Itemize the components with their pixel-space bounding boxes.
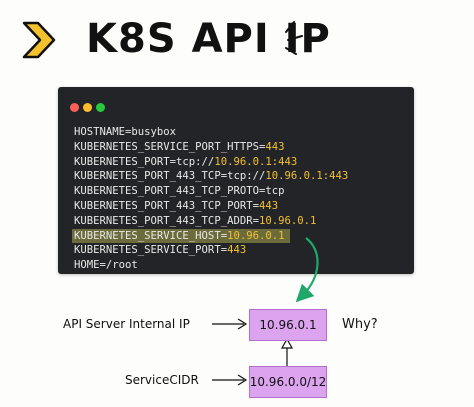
env-value: 10.96.0.1:443 [265,170,349,183]
maximize-dot-icon [96,103,105,112]
service-cidr-label: ServiceCIDR [125,373,199,387]
env-line: KUBERNETES_SERVICE_PORT_HTTPS=443 [74,140,348,155]
env-line: KUBERNETES_PORT=tcp://10.96.0.1:443 [74,155,348,170]
env-line: KUBERNETES_SERVICE_HOST=10.96.0.1 [72,228,348,244]
env-key: KUBERNETES_SERVICE_HOST= [74,229,228,242]
env-line: KUBERNETES_PORT_443_TCP_PROTO=tcp [74,184,348,199]
env-value: 443 [227,244,247,257]
close-dot-icon [70,103,79,112]
env-key: HOSTNAME=busybox [74,126,177,138]
env-key: HOME=/root [74,259,138,272]
env-key: KUBERNETES_SERVICE_PORT_HTTPS= [74,140,266,153]
env-key: KUBERNETES_SERVICE_PORT= [74,244,228,257]
api-server-label: API Server Internal IP [63,317,190,331]
service-cidr-box: 10.96.0.0/12 [249,366,327,398]
env-value: 443 [258,199,279,212]
env-line: KUBERNETES_SERVICE_PORT=443 [74,243,348,258]
env-key: KUBERNETES_PORT_443_TCP_PORT= [74,199,259,212]
env-line: KUBERNETES_PORT_443_TCP=tcp://10.96.0.1:… [74,169,348,184]
env-key: KUBERNETES_PORT_443_TCP_ADDR= [74,214,259,227]
env-line: HOME=/root [74,258,348,273]
minimize-dot-icon [83,103,92,112]
window-controls [70,97,109,112]
env-key: KUBERNETES_PORT=tcp:// [74,155,215,168]
env-key: KUBERNETES_PORT_443_TCP_PROTO=tcp [74,185,285,198]
highlighted-env-line: KUBERNETES_SERVICE_HOST=10.96.0.1 [72,228,291,244]
green-arrow [295,237,319,303]
env-value: 10.96.0.1:443 [214,155,298,168]
env-line: KUBERNETES_PORT_443_TCP_PORT=443 [74,199,348,214]
sparkle-lines-icon [285,21,303,55]
chevron-icon [22,21,56,59]
title-row: K8S API IP [22,12,330,72]
env-value: 443 [265,140,285,153]
env-key: KUBERNETES_PORT_443_TCP=tcp:// [74,170,266,183]
env-line: KUBERNETES_PORT_443_TCP_ADDR=10.96.0.1 [74,214,348,229]
service-ip-box: 10.96.0.1 [249,309,327,341]
env-line: HOSTNAME=busybox [74,125,348,140]
env-value: 10.96.0.1 [258,214,317,227]
env-value: 10.96.0.1 [227,229,285,242]
why-label: Why? [342,317,378,332]
